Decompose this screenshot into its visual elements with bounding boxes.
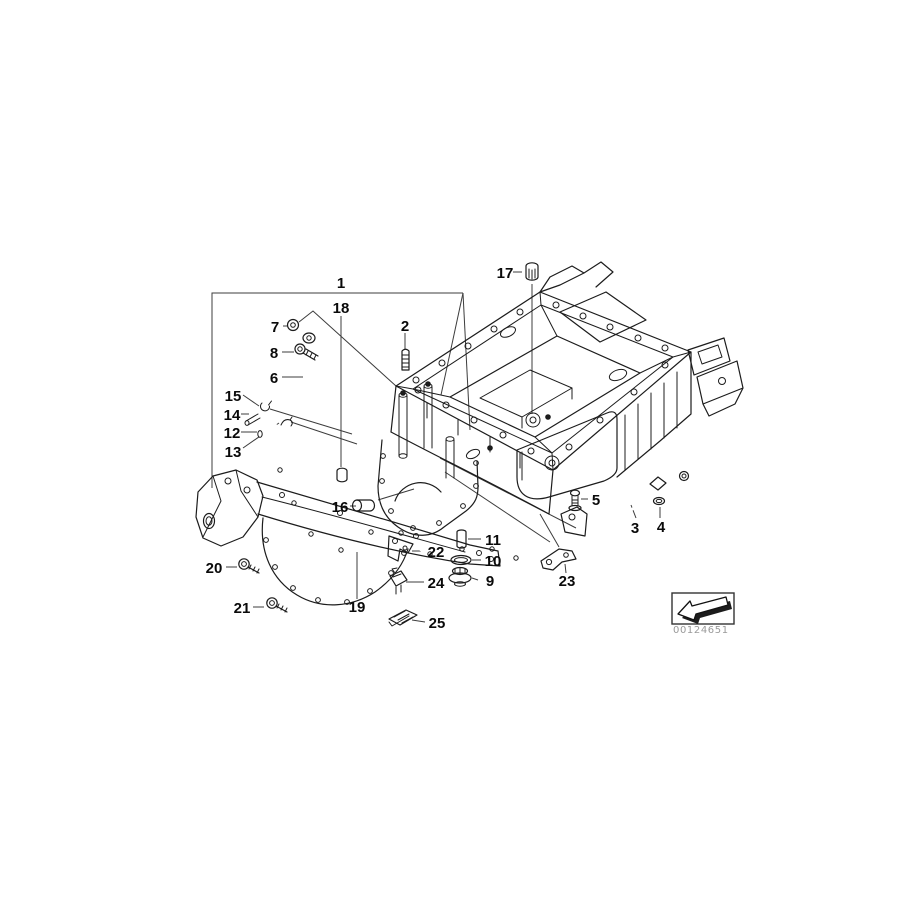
callout-17[interactable]: 17 <box>497 265 514 282</box>
clip-part-15 <box>260 400 272 412</box>
callout-21[interactable]: 21 <box>234 600 251 617</box>
sump-bolt-holes <box>379 453 479 531</box>
callout-14[interactable]: 14 <box>224 407 241 424</box>
callout-18[interactable]: 18 <box>333 300 350 317</box>
bolt-part-20 <box>238 558 260 574</box>
oil-pan-drawing <box>377 261 744 536</box>
bracket-part-23 <box>540 548 577 571</box>
support-beam-drawing <box>195 469 501 606</box>
callout-4[interactable]: 4 <box>657 519 666 536</box>
dowel-sleeve-part-11 <box>456 529 467 549</box>
clip-part-24 <box>389 567 408 595</box>
callout-22[interactable]: 22 <box>428 544 445 561</box>
dipstick-tube-part-3 <box>560 470 690 540</box>
drawing-stamp: 00124651 <box>671 592 735 636</box>
callout-20[interactable]: 20 <box>206 560 223 577</box>
callout-24[interactable]: 24 <box>428 575 445 592</box>
bracket-part-22 <box>387 535 414 562</box>
callout-9[interactable]: 9 <box>486 573 494 590</box>
clip-part-13 <box>280 416 293 427</box>
pan-bolt-bosses <box>398 383 455 479</box>
callout-13[interactable]: 13 <box>225 444 242 461</box>
stud-bolt-part-2 <box>401 348 410 371</box>
corner-arrow-icon <box>677 596 732 624</box>
callout-2[interactable]: 2 <box>401 318 409 335</box>
callout-8[interactable]: 8 <box>270 345 278 362</box>
callout-11[interactable]: 11 <box>485 532 501 549</box>
bolt-part-21 <box>266 597 288 613</box>
drawing-number: 00124651 <box>673 625 729 636</box>
bolt-part-5 <box>568 489 582 512</box>
callout-7[interactable]: 7 <box>271 319 279 336</box>
flange-bolt-holes <box>412 301 669 455</box>
callout-12[interactable]: 12 <box>224 425 241 442</box>
screw-part-8 <box>294 343 319 361</box>
callout-15[interactable]: 15 <box>225 388 242 405</box>
screw-plug-part-17 <box>525 262 539 281</box>
callout-6[interactable]: 6 <box>270 370 278 387</box>
callout-5[interactable]: 5 <box>592 492 600 509</box>
callout-10[interactable]: 10 <box>485 553 502 570</box>
leader-lines <box>211 271 661 623</box>
callout-3[interactable]: 3 <box>631 520 639 537</box>
cover-part-25 <box>388 609 418 627</box>
callout-23[interactable]: 23 <box>559 573 576 590</box>
sealing-ring-part-10 <box>450 554 472 566</box>
callout-19[interactable]: 19 <box>349 599 366 616</box>
oil-pipe-part-6 <box>302 332 333 393</box>
washer-part-7 <box>286 318 300 332</box>
dowel-part-18 <box>336 467 348 483</box>
callout-16[interactable]: 16 <box>332 499 349 516</box>
callout-1[interactable]: 1 <box>337 275 345 292</box>
pin-part-14 <box>244 413 261 426</box>
bushing-part-16 <box>351 499 376 512</box>
drain-plug-part-9 <box>448 566 472 587</box>
callout-25[interactable]: 25 <box>429 615 446 632</box>
o-ring-part-4 <box>652 496 666 506</box>
gasket-part <box>273 453 522 562</box>
sleeve-part-12 <box>257 424 278 438</box>
